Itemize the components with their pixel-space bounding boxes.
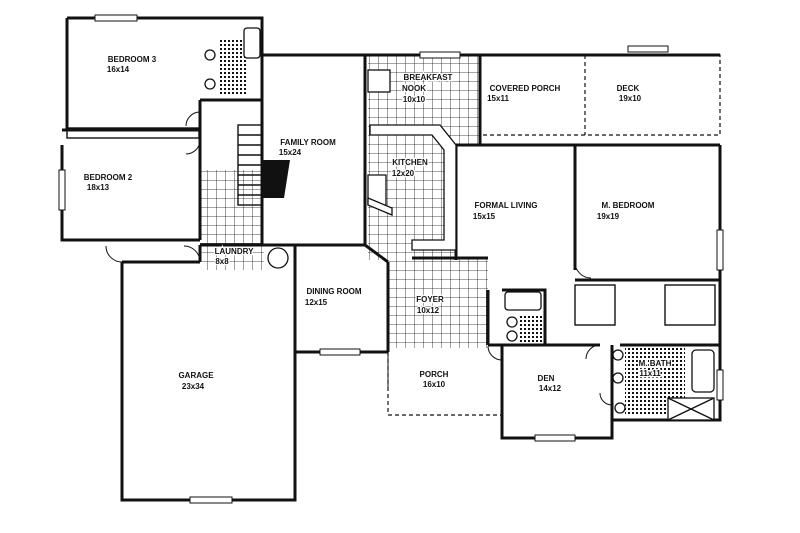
covered-porch-edge	[480, 54, 721, 136]
sink-mbath-1	[612, 349, 624, 361]
kitchen-label: KITCHEN	[392, 158, 428, 167]
breakfast-label: BREAKFAST	[404, 73, 453, 82]
laundry-label: LAUNDRY	[215, 247, 254, 256]
dining-label: DINING ROOM	[306, 287, 361, 296]
kitchen-peninsula	[367, 197, 393, 216]
kitchen-counter	[369, 124, 457, 251]
den-label: DEN	[538, 374, 555, 383]
mbath-size: 11x11	[639, 369, 661, 378]
bedroom3-size: 16x14	[107, 65, 130, 74]
mbath-label: M. BATH	[639, 359, 672, 368]
water-heater	[267, 247, 289, 269]
kitchen-size: 12x20	[392, 169, 415, 178]
laundry-tile	[202, 245, 264, 270]
mbedroom-size: 19x19	[597, 212, 620, 221]
foyer-label: FOYER	[416, 295, 444, 304]
bedroom2-label: BEDROOM 2	[84, 173, 133, 182]
living-label: FORMAL LIVING	[475, 201, 538, 210]
deck-size: 19x10	[619, 94, 642, 103]
doors	[105, 111, 613, 406]
fireplace	[262, 160, 290, 198]
garage-label: GARAGE	[178, 371, 214, 380]
garage-size: 23x34	[182, 382, 205, 391]
sink-mbath-2	[612, 372, 624, 384]
foyer-size: 10x12	[417, 306, 440, 315]
sink-b3-1	[204, 49, 216, 61]
tub-hall	[504, 291, 542, 311]
den-size: 14x12	[539, 384, 562, 393]
closet-m1	[574, 284, 616, 326]
tub-b3	[243, 27, 261, 59]
breakfast-label-2: NOOK	[402, 84, 426, 93]
porch-label: PORCH	[420, 370, 449, 379]
sink-b3-2	[204, 78, 216, 90]
porch-size: 16x10	[423, 380, 446, 389]
closet-b2	[66, 127, 200, 139]
living-size: 15x15	[473, 212, 496, 221]
windows	[58, 14, 724, 504]
toilet-hall	[506, 330, 518, 342]
laundry-size: 8x8	[215, 257, 229, 266]
bedroom2-size: 18x13	[87, 183, 110, 192]
sink-hall	[506, 316, 518, 328]
foyer-tile	[388, 258, 488, 348]
family-size: 15x24	[279, 148, 302, 157]
hall-tile	[200, 170, 262, 250]
covered-porch-label: COVERED PORCH	[490, 84, 561, 93]
toilet-mbath	[614, 402, 626, 414]
tub-mbath	[691, 349, 715, 393]
family-label: FAMILY ROOM	[280, 138, 336, 147]
dining-size: 12x15	[305, 298, 328, 307]
closet-m2	[664, 284, 716, 326]
mbedroom-label: M. BEDROOM	[602, 201, 655, 210]
deck-label: DECK	[617, 84, 640, 93]
stair	[237, 124, 263, 206]
powder-floor	[520, 315, 542, 343]
bath3-floor	[218, 38, 248, 96]
bedroom3-label: BEDROOM 3	[108, 55, 157, 64]
breakfast-size: 10x10	[403, 95, 426, 104]
covered-porch-size: 15x11	[487, 94, 509, 103]
nook-counter	[367, 69, 391, 93]
